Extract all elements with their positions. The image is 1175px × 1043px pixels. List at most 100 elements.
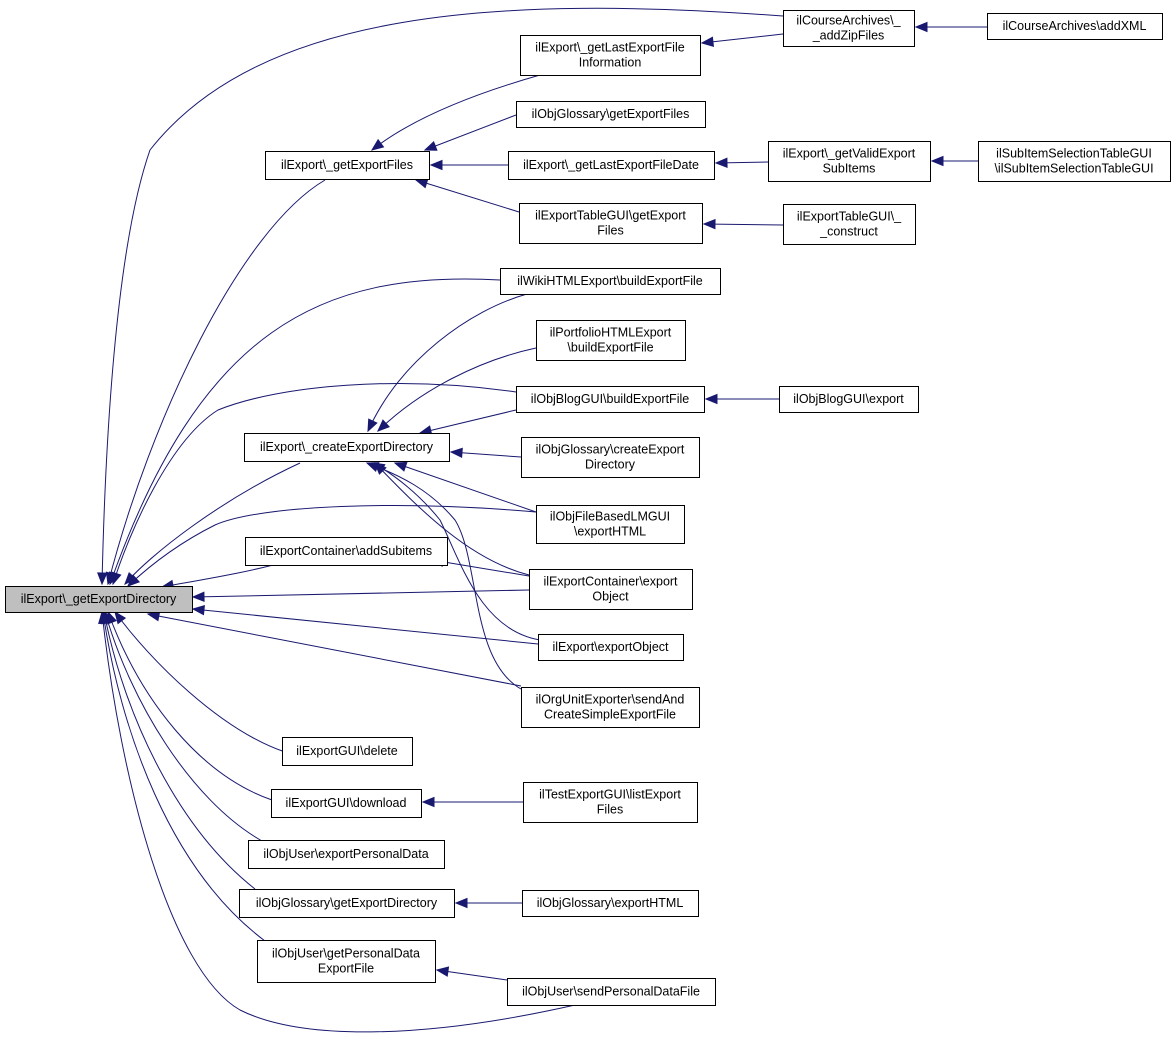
edge-line [107,179,326,585]
node-ilsubitemselectiontablegui-construct[interactable]: ilSubItemSelectionTableGUI\ilSubItemSele… [978,141,1171,182]
node-ilobjglossary-exporthtml[interactable]: ilObjGlossary\exportHTML [522,890,699,917]
node-label: ilObjGlossary\getExportFiles [532,107,690,121]
node-box[interactable] [522,890,699,917]
node-box[interactable] [768,141,931,182]
edge-line [192,608,539,645]
edge-testListExportFiles-to-gui_download [421,796,523,808]
node-box[interactable] [282,737,413,766]
node-box[interactable] [783,10,915,47]
edge-arrowhead [930,155,944,167]
edge-line [374,462,530,576]
node-box[interactable] [519,203,703,244]
node-label: ilOrgUnitExporter\sendAnd [536,693,685,707]
node-label: SubItems [823,162,876,176]
edges-layer [97,7,987,1033]
node-ilexport-getlastexportfiledate[interactable]: ilExport\_getLastExportFileDate [508,151,715,180]
node-ilobjbloggui-export[interactable]: ilObjBlogGUI\export [779,386,919,413]
node-box[interactable] [779,386,919,413]
node-box[interactable] [516,386,705,413]
node-ilobjglossary-createexportdirectory[interactable]: ilObjGlossary\createExportDirectory [521,437,700,478]
node-ilobjfilebasedlmgui-exporthtml[interactable]: ilObjFileBasedLMGUI\exportHTML [536,505,685,544]
node-box[interactable] [536,320,686,361]
node-ilobjbloggui-buildexportfile[interactable]: ilObjBlogGUI\buildExportFile [516,386,705,413]
node-box[interactable] [5,586,193,613]
node-box[interactable] [520,35,701,76]
edge-courseAddZip-to-root [97,7,784,586]
node-ilexport-getexportfiles[interactable]: ilExport\_getExportFiles [265,151,430,180]
node-label: ilExportTableGUI\getExport [535,209,686,223]
edge-orgUnit-to-root [146,611,522,687]
node-label: ilTestExportGUI\listExport [539,788,681,802]
node-box[interactable] [265,151,430,180]
edge-arrowhead [393,461,408,472]
node-ilexportgui-delete[interactable]: ilExportGUI\delete [282,737,413,766]
node-ilobjglossary-getexportfiles[interactable]: ilObjGlossary\getExportFiles [516,101,706,128]
edge-line [114,611,286,753]
edge-line [431,559,530,577]
node-box[interactable] [523,782,698,823]
node-box[interactable] [978,141,1171,182]
edge-courseAddXML-to-courseAddZip [914,21,987,33]
node-ilexport-createexportdirectory[interactable]: ilExport\_createExportDirectory [244,433,450,462]
edge-arrowhead [435,966,450,977]
node-box[interactable] [538,634,684,661]
node-label: ilExportContainer\export [543,575,678,589]
edge-orgUnit-to-createExportDirectory [365,462,522,690]
node-ilexporttablegui-construct[interactable]: ilExportTableGUI\__construct [783,204,916,245]
edge-line [102,611,266,942]
node-box[interactable] [516,101,706,128]
node-ilportfoliohtmlexport-buildexportfile[interactable]: ilPortfolioHTMLExport\buildExportFile [536,320,686,361]
node-ilexportcontainer-exportobject[interactable]: ilExportContainer\exportObject [529,569,693,610]
node-label: ilObjGlossary\createExport [536,443,685,457]
node-box[interactable] [987,13,1163,40]
node-ilexport-exportobject[interactable]: ilExport\exportObject [538,634,684,661]
edge-glossCreateExportDirectory-to-createExportDirectory [449,447,522,459]
edge-arrowhead [98,610,109,625]
node-ilorgunitexporter-sendandcreatesimpleexportfile[interactable]: ilOrgUnitExporter\sendAndCreateSimpleExp… [521,687,700,728]
node-root-getexportdirectory[interactable]: ilExport\_getExportDirectory [5,586,193,613]
node-box[interactable] [536,505,685,544]
edge-glossExportHTML-to-glossGetExportDirectory [454,897,522,909]
node-box[interactable] [521,687,700,728]
node-ilobjuser-sendpersonaldatafile[interactable]: ilObjUser\sendPersonalDataFile [507,978,716,1006]
edge-glossGetExportFiles-to-getExportFiles [423,114,517,151]
node-box[interactable] [244,433,450,462]
node-ilwikihtmlexport-buildexportfile[interactable]: ilWikiHTMLExport\buildExportFile [500,268,721,295]
node-box[interactable] [783,204,916,245]
node-label: CreateSimpleExportFile [544,708,676,722]
edge-line [124,462,301,585]
node-ilexportgui-download[interactable]: ilExportGUI\download [271,789,422,818]
node-ilobjglossary-getexportdirectory[interactable]: ilObjGlossary\getExportDirectory [239,889,455,918]
node-box[interactable] [245,537,448,566]
node-ilobjuser-exportpersonaldata[interactable]: ilObjUser\exportPersonalData [248,840,445,869]
node-label: ilExport\_getValidExport [783,147,916,161]
edge-sendPersonalDataFile-to-getPersonalDataExportFile [435,966,508,981]
node-ilexportcontainer-addsubitems[interactable]: ilExportContainer\addSubitems [245,537,448,566]
node-box[interactable] [248,840,445,869]
node-box[interactable] [271,789,422,818]
node-label: Files [597,803,623,817]
edge-fileBasedLM-to-root [127,505,537,587]
node-box[interactable] [257,940,436,983]
edge-line [104,611,263,842]
node-box[interactable] [239,889,455,918]
node-box[interactable] [508,151,715,180]
edge-exportExportObject-to-root [191,604,539,645]
node-ilcoursearchives-addzipfiles[interactable]: ilCourseArchives\__addZipFiles [783,10,915,47]
node-ilexporttablegui-getexportfiles[interactable]: ilExportTableGUI\getExportFiles [519,203,703,244]
node-box[interactable] [529,569,693,610]
node-box[interactable] [500,268,721,295]
node-box[interactable] [521,437,700,478]
node-box[interactable] [507,978,716,1006]
node-label: ilExport\_getLastExportFile [535,41,684,55]
edge-line [103,611,256,890]
node-label: ilPortfolioHTMLExport [550,326,672,340]
node-ilcoursearchives-addxml[interactable]: ilCourseArchives\addXML [987,13,1163,40]
edge-line [192,589,530,598]
edge-arrowhead [429,159,443,171]
